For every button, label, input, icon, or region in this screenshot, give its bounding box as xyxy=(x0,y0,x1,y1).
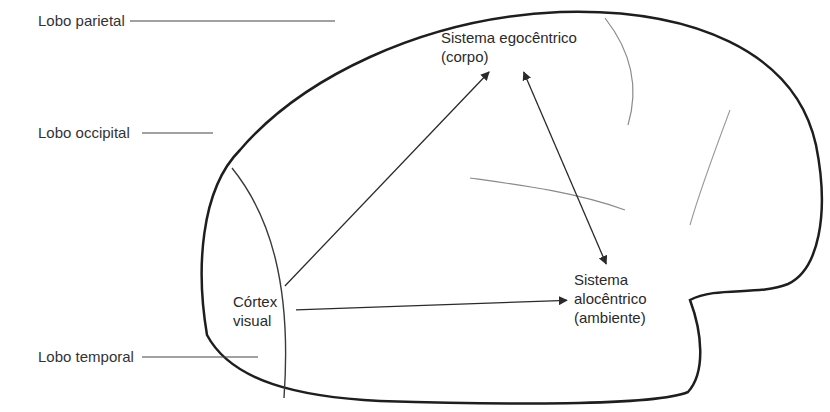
arrow-connector xyxy=(524,72,607,264)
node-text: Córtex visual xyxy=(233,292,289,330)
system-label: Sistema egocêntrico (corpo) xyxy=(438,26,588,68)
lobe-label: Lobo parietal xyxy=(38,11,125,30)
arrow-connector xyxy=(296,300,567,309)
brain-outline xyxy=(202,12,822,404)
leader-line xyxy=(142,356,258,357)
occipital-boundary xyxy=(232,168,286,398)
frontal-sulcus xyxy=(690,110,730,225)
leader-line xyxy=(130,20,335,21)
leader-line xyxy=(142,132,213,133)
lobe-label: Lobo occipital xyxy=(38,123,130,142)
cortex-label: Córtex visual xyxy=(230,290,292,332)
lobe-label: Lobo temporal xyxy=(38,347,134,366)
arrow-connector xyxy=(285,72,489,286)
node-text: Sistema egocêntrico (corpo) xyxy=(441,28,585,66)
system-label: Sistema alocêntrico (ambiente) xyxy=(571,268,671,329)
node-text: Sistema alocêntrico (ambiente) xyxy=(574,270,668,327)
central-sulcus xyxy=(605,18,633,125)
lateral-sulcus xyxy=(470,178,625,210)
